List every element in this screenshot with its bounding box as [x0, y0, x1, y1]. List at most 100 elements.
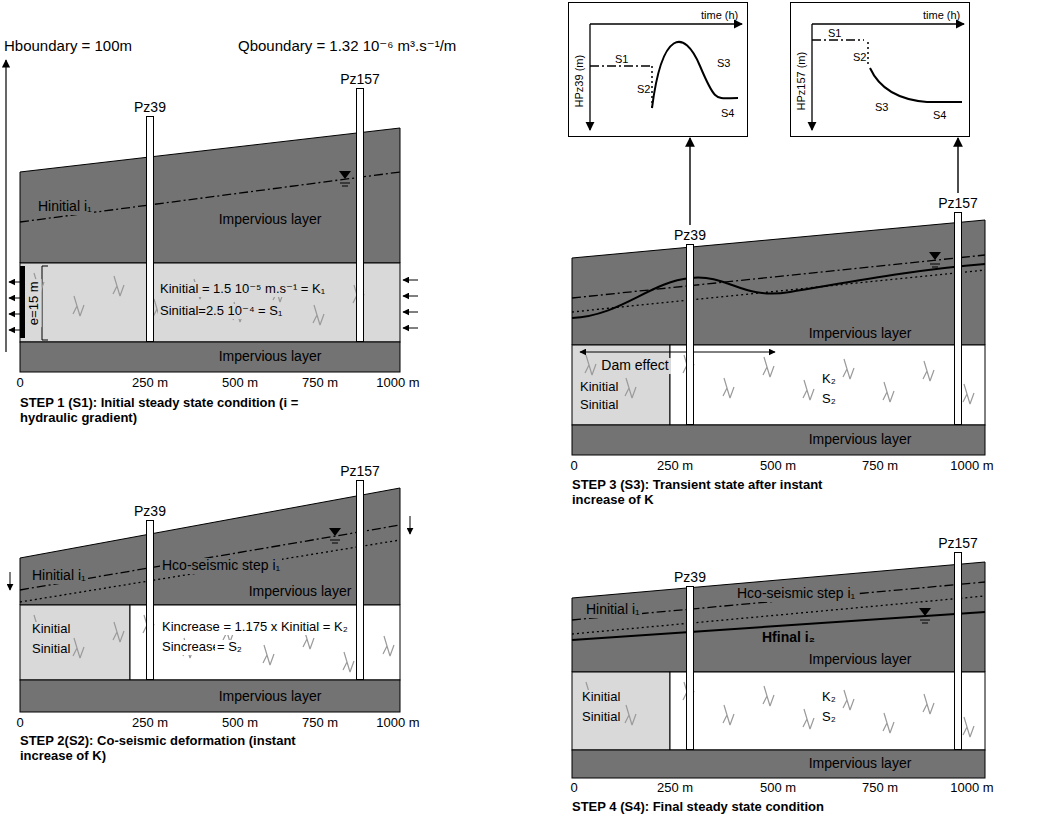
parameter-text: K₂: [820, 690, 838, 705]
axis-tick-label: 0: [16, 716, 23, 731]
layer-label: Impervious layer: [219, 212, 322, 228]
axis-tick-label: 1000 m: [376, 376, 419, 391]
step1-section: [9, 298, 20, 299]
step2-section: [20, 525, 400, 590]
fracture-strokes: [763, 357, 774, 377]
hydrograph-pz39: [652, 42, 738, 108]
parameter-text: S₂: [820, 710, 838, 725]
axis-tick-label: 250 m: [657, 781, 693, 796]
step3-section: [580, 352, 775, 353]
hydrograph-pz39: [590, 23, 742, 24]
axis-tick-label: 750 m: [862, 781, 898, 796]
parameter-text: = S₂: [215, 640, 244, 655]
aquifer-zone: Kinitial = 1.5 10⁻⁵ m.s⁻¹ = K₁Sinitial=2…: [20, 263, 400, 342]
plot-text: S2: [637, 83, 650, 95]
axis-tick-label: 250 m: [132, 716, 168, 731]
axis-tick-label: 1000 m: [376, 716, 419, 731]
step2-section: [20, 605, 130, 680]
step3-section: [670, 345, 985, 425]
step3-section: [572, 220, 985, 345]
fracture-strokes: [963, 384, 974, 404]
fracture-strokes: [923, 361, 934, 381]
axis-tick-label: 1000 m: [950, 781, 993, 796]
plot-text: S3: [717, 57, 730, 69]
aquifer-zone: KinitialSinitial: [20, 605, 130, 680]
fracture-strokes: [723, 705, 734, 725]
step1-section: [20, 128, 400, 263]
observation-well: Pz157: [936, 536, 980, 750]
fracture-strokes: [343, 652, 354, 672]
well-to-hydrograph-arrow: [957, 138, 958, 193]
fracture-strokes: [383, 636, 394, 656]
hydrograph-inset: time (h)HPz39 (m)S1S2S3S4: [568, 2, 748, 137]
step4-section: [572, 596, 985, 634]
fracture-strokes: [963, 717, 974, 737]
hydrograph-pz39: [589, 24, 590, 130]
step3-section: [572, 345, 670, 425]
plot-text: S4: [721, 107, 734, 119]
step1-section: [20, 263, 400, 342]
observation-well: Pz157: [338, 72, 382, 342]
fracture-strokes: [843, 359, 854, 379]
cross-section-panel: STEP 2(S2): Co-seismic deformation (inst…: [0, 460, 425, 715]
fracture-strokes: [113, 622, 124, 642]
fracture-strokes: [763, 686, 774, 706]
step2-section: [329, 528, 341, 536]
layer-label: Impervious layer: [249, 584, 352, 600]
aquifer-zone: KinitialSinitial: [572, 345, 670, 425]
well-casing: [686, 586, 694, 750]
parameter-text: K₂: [820, 372, 838, 387]
observation-well: Pz39: [128, 504, 172, 680]
axis-tick-label: 0: [570, 459, 577, 474]
step1-section: [403, 328, 418, 329]
step1-section: [403, 312, 418, 313]
thickness-label: e=15 m: [27, 279, 42, 327]
step4-section: [572, 750, 985, 778]
aquifer-zone: KinitialSinitial: [572, 672, 670, 750]
step2-section: [20, 488, 400, 605]
fracture-strokes: [585, 355, 596, 375]
parameter-text: Sinitial=2.5 10⁻⁴ = S₁: [158, 304, 284, 319]
hydrograph-pz39: [590, 24, 742, 130]
axis-tick-label: 500 m: [222, 716, 258, 731]
fracture-strokes: [313, 305, 324, 325]
parameter-text: Kinitial: [30, 622, 72, 637]
step3-section: [572, 425, 985, 455]
fracture-strokes: [73, 296, 84, 316]
well-name: Pz39: [674, 228, 706, 244]
well-casing: [954, 552, 962, 750]
hydrograph-pz157: [870, 68, 962, 102]
hydrograph-pz157: [812, 39, 864, 40]
cross-section-panel: STEP 3 (S3): Transient state after insta…: [560, 190, 990, 455]
step1-section: [339, 171, 351, 179]
layer-label: Impervious layer: [809, 652, 912, 668]
well-casing: [356, 480, 364, 680]
step1-section: [5, 60, 6, 352]
hydrograph-pz157: [867, 42, 869, 66]
layer-label: Impervious layer: [809, 756, 912, 772]
hydrograph-pz157: [812, 24, 964, 130]
step1-section: [20, 172, 400, 222]
step-caption: STEP 3 (S3): Transient state after insta…: [572, 478, 872, 507]
head-line-label: Hfinal i₂: [760, 630, 817, 646]
boundary-label: Qboundary = 1.32 10⁻⁶ m³.s⁻¹/m: [238, 38, 456, 55]
plot-text: S3: [875, 101, 888, 113]
well-to-hydrograph-arrow: [689, 138, 690, 225]
fracture-strokes: [73, 638, 84, 658]
step-caption: STEP 2(S2): Co-seismic deformation (inst…: [20, 734, 305, 763]
step1-section: [9, 282, 20, 283]
well-name: Pz157: [340, 72, 380, 88]
plot-text: HPz39 (m): [573, 55, 585, 108]
fracture-strokes: [625, 378, 636, 398]
well-casing: [146, 520, 154, 680]
axis-tick-label: 500 m: [760, 459, 796, 474]
layer-label: Impervious layer: [809, 326, 912, 342]
parameter-text: Kinitial: [578, 380, 620, 395]
step1-section: [340, 183, 350, 186]
well-casing: [954, 212, 962, 425]
well-name: Pz39: [134, 504, 166, 520]
